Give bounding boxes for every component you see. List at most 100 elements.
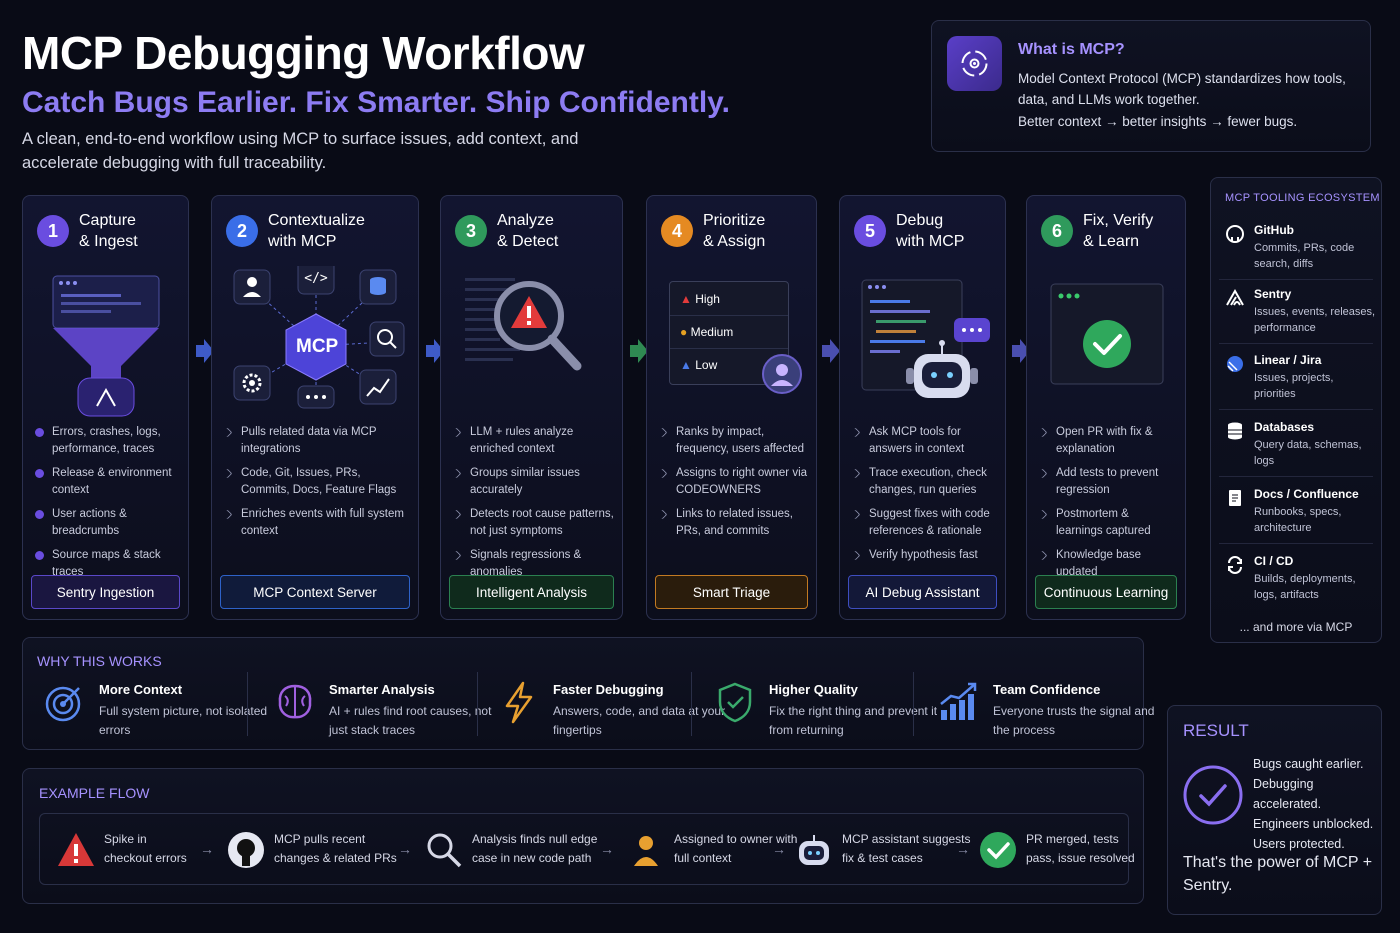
step-bullet: Open PR with fix & explanation	[1039, 424, 1177, 458]
search-icon	[427, 833, 462, 868]
step-bullet: Add tests to prevent regression	[1039, 465, 1177, 499]
result-panel: RESULT Bugs caught earlier. Debugging ac…	[1167, 705, 1382, 915]
why-item-title: Faster Debugging	[553, 682, 664, 697]
what-is-mcp-card: What is MCP? Model Context Protocol (MCP…	[931, 20, 1371, 152]
ecosystem-item-sentry[interactable]: Sentry Issues, events, releases, perform…	[1219, 280, 1375, 344]
divider	[691, 672, 692, 736]
docs-icon	[1229, 490, 1241, 506]
page-subtitle: Catch Bugs Earlier. Fix Smarter. Ship Co…	[22, 86, 730, 119]
why-item-desc: Full system picture, not isolated errors	[99, 704, 268, 737]
arrow-right-icon: →	[200, 841, 214, 857]
flow-arrow-icon	[822, 339, 840, 363]
ecosystem-item-desc: Commits, PRs, code search, diffs	[1254, 242, 1355, 270]
sentry-icon	[1226, 288, 1244, 306]
flow-arrow-icon	[1012, 339, 1030, 363]
arrow-right-icon: →	[956, 841, 970, 857]
step-bullet: Postmortem & learnings captured	[1039, 506, 1177, 540]
ecosystem-item-linear-jira[interactable]: Linear / Jira Issues, projects, prioriti…	[1219, 346, 1373, 410]
why-this-works-panel: WHY THIS WORKS More Context Full system …	[22, 637, 1154, 750]
why-item-title: More Context	[99, 682, 183, 697]
mcp-hub-illustration: </> MCP	[222, 259, 408, 426]
ecosystem-item-name: Databases	[1254, 420, 1315, 434]
step-bullet: Pulls related data via MCP integrations	[224, 424, 410, 458]
user-avatar-icon	[762, 354, 802, 394]
step-number: 5	[854, 215, 886, 247]
linear-icon	[1227, 356, 1243, 372]
ecosystem-item-desc: Issues, projects, priorities	[1254, 372, 1334, 400]
step-label-button[interactable]: AI Debug Assistant	[848, 575, 997, 609]
brain-icon	[278, 684, 312, 719]
why-item-desc: Everyone trusts the signal and the proce…	[993, 704, 1155, 737]
step-title: Capture& Ingest	[79, 212, 138, 250]
what-is-mcp-text: Model Context Protocol (MCP) standardize…	[1018, 71, 1346, 107]
flow-arrow-icon	[630, 339, 648, 363]
flow-arrow-icon	[426, 339, 444, 363]
flow-step-text: Assigned to owner with full context	[674, 832, 798, 865]
step-label-button[interactable]: Smart Triage	[655, 575, 808, 609]
step-title: Fix, Verify& Learn	[1083, 212, 1154, 250]
why-item: More Context Full system picture, not is…	[43, 676, 267, 744]
ecosystem-item-name: Docs / Confluence	[1254, 487, 1359, 501]
result-heading: RESULT	[1183, 721, 1249, 740]
database-icon	[1228, 422, 1242, 440]
priority-high: High	[695, 292, 720, 306]
step-bullet: Assigns to right owner via CODEOWNERS	[659, 465, 808, 499]
info-icon: ▲	[680, 358, 692, 372]
flow-step-text: Spike in checkout errors	[104, 832, 187, 865]
step-bullet: LLM + rules analyze enriched context	[453, 424, 614, 458]
flow-arrow-icon	[196, 339, 214, 363]
warning-icon: ▲	[680, 292, 692, 306]
step-bullet: Suggest fixes with code references & rat…	[852, 506, 997, 540]
ecosystem-item-databases[interactable]: Databases Query data, schemas, logs	[1219, 413, 1373, 477]
why-item: Faster Debugging Answers, code, and data…	[497, 676, 725, 744]
why-item-desc: Answers, code, and data at your fingerti…	[553, 704, 726, 737]
flow-step-text: Analysis finds null edge case in new cod…	[472, 832, 598, 865]
step-card-capture: 1 Capture& Ingest Errors, crashes, logs,…	[22, 195, 189, 620]
step-number: 2	[226, 215, 258, 247]
github-icon	[228, 832, 264, 868]
result-line: Debugging accelerated.	[1253, 777, 1322, 811]
ecosystem-item-desc: Runbooks, specs, architecture	[1254, 506, 1342, 534]
ecosystem-more: ... and more via MCP	[1239, 620, 1353, 634]
step-bullet: Ask MCP tools for answers in context	[852, 424, 997, 458]
step-bullet: Groups similar issues accurately	[453, 465, 614, 499]
divider	[913, 672, 914, 736]
success-window-illustration	[1037, 266, 1175, 426]
page-title: MCP Debugging Workflow	[22, 27, 585, 79]
ecosystem-item-github[interactable]: GitHub Commits, PRs, code search, diffs	[1219, 216, 1373, 280]
ecosystem-item-cicd[interactable]: CI / CD Builds, deployments, logs, artif…	[1219, 547, 1373, 611]
step-label-button[interactable]: Continuous Learning	[1035, 575, 1177, 609]
ecosystem-item-desc: Query data, schemas, logs	[1254, 439, 1362, 467]
step-bullet: Trace execution, check changes, run quer…	[852, 465, 997, 499]
priority-list-illustration: ▲ High ● Medium ▲ Low	[657, 266, 806, 426]
step-title: Analyze& Detect	[497, 212, 559, 250]
why-item-title: Smarter Analysis	[329, 682, 435, 697]
step-card-prioritize: 4 Prioritize& Assign ▲ High ● Medium ▲ L…	[646, 195, 817, 620]
step-number: 1	[37, 215, 69, 247]
step-label-button[interactable]: Intelligent Analysis	[449, 575, 614, 609]
result-line: Engineers unblocked.	[1253, 817, 1374, 831]
divider	[247, 672, 248, 736]
why-item-title: Higher Quality	[769, 682, 858, 697]
ecosystem-item-docs[interactable]: Docs / Confluence Runbooks, specs, archi…	[1219, 480, 1373, 544]
step-label-button[interactable]: MCP Context Server	[220, 575, 410, 609]
svg-text:</>: </>	[304, 271, 328, 286]
step-label-button[interactable]: Sentry Ingestion	[31, 575, 180, 609]
intro-text: A clean, end-to-end workflow using MCP t…	[22, 130, 579, 172]
cicd-icon	[1228, 556, 1242, 574]
step-title: Prioritize& Assign	[703, 212, 766, 250]
step-card-analyze: 3 Analyze& Detect LLM + rules analyze en…	[440, 195, 623, 620]
example-heading: EXAMPLE FLOW	[39, 785, 150, 801]
why-item: Smarter Analysis AI + rules find root ca…	[273, 676, 491, 744]
ecosystem-item-desc: Issues, events, releases, performance	[1254, 306, 1376, 334]
step-bullet: Errors, crashes, logs, performance, trac…	[35, 424, 180, 458]
arrow-right-icon: →	[398, 841, 412, 857]
result-lines: Bugs caught earlier. Debugging accelerat…	[1253, 754, 1383, 854]
alert-icon: ●	[680, 325, 688, 339]
check-circle-icon	[1183, 765, 1243, 825]
step-bullet: Verify hypothesis fast	[852, 547, 997, 564]
step-bullet: Enriches events with full system context	[224, 506, 410, 540]
ecosystem-item-name: CI / CD	[1254, 554, 1294, 568]
